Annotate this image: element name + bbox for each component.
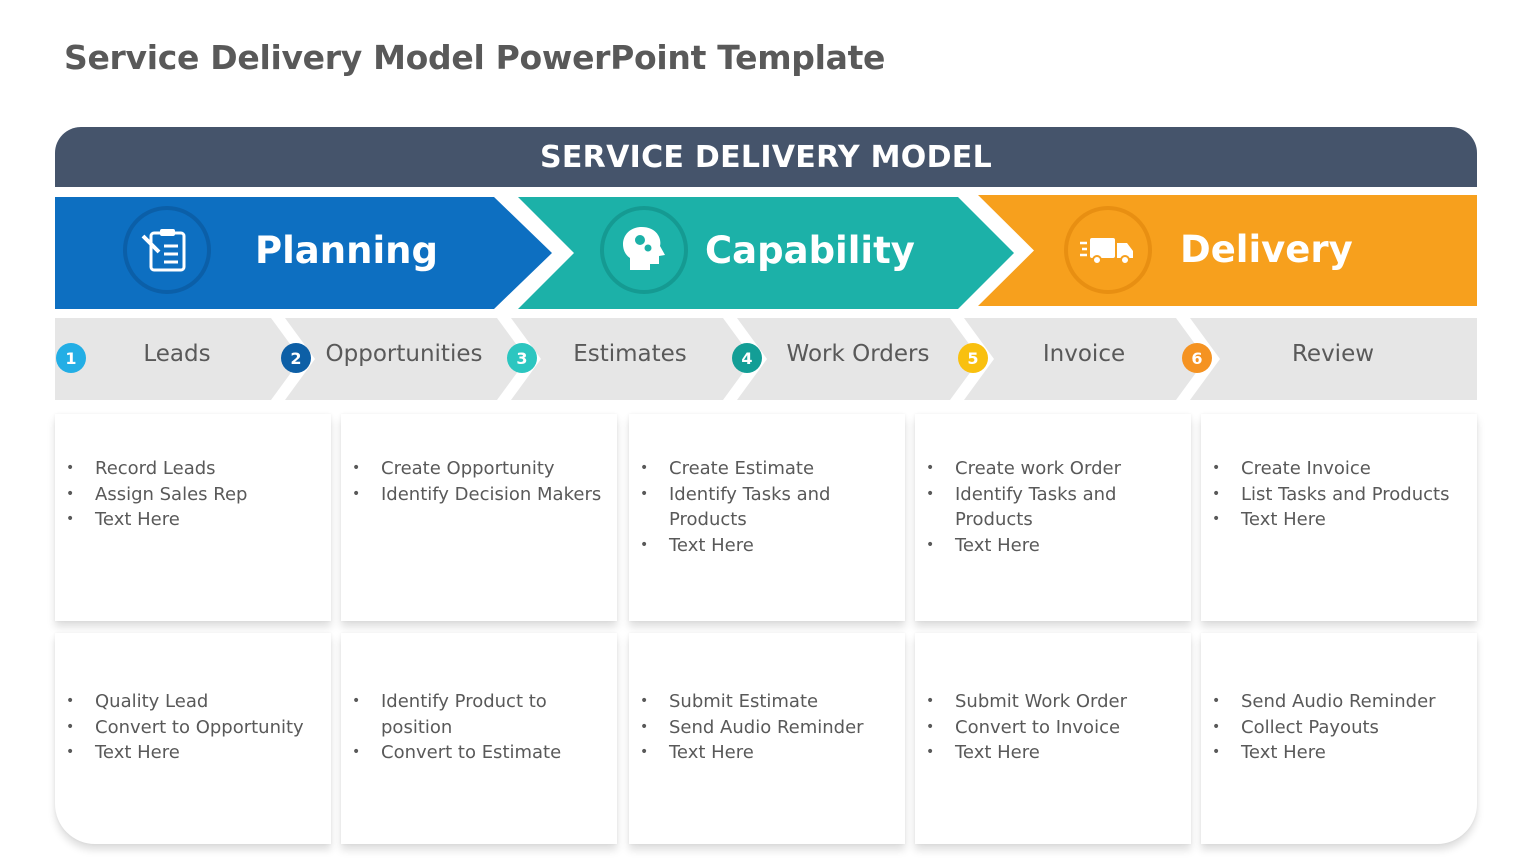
step-number-5: 5 [958, 343, 988, 373]
list-item: Identify Tasks and Products [640, 482, 905, 533]
list-item: Create work Order [926, 456, 1191, 482]
page-title: Service Delivery Model PowerPoint Templa… [64, 38, 886, 77]
step-label-leads: Leads [143, 341, 211, 367]
list-item: Text Here [926, 533, 1191, 559]
bullet-list: Identify Product to position Convert to … [341, 633, 617, 766]
list-item: Text Here [640, 533, 905, 559]
bullet-list: Submit Estimate Send Audio Reminder Text… [629, 633, 905, 766]
list-item: Text Here [926, 740, 1191, 766]
step-number-6: 6 [1182, 343, 1212, 373]
bullet-list: Send Audio Reminder Collect Payouts Text… [1201, 633, 1477, 766]
list-item: Text Here [1212, 740, 1477, 766]
card-top-3: Create Estimate Identify Tasks and Produ… [629, 414, 905, 621]
list-item: Send Audio Reminder [1212, 689, 1477, 715]
list-item: Assign Sales Rep [66, 482, 331, 508]
header-banner: SERVICE DELIVERY MODEL [55, 127, 1477, 187]
list-item: Create Estimate [640, 456, 905, 482]
step-chevron-1[interactable] [55, 318, 301, 400]
list-item: Send Audio Reminder [640, 715, 905, 741]
step-chevron-5[interactable] [964, 318, 1206, 400]
list-item: Submit Estimate [640, 689, 905, 715]
step-label-estimates: Estimates [573, 341, 687, 367]
list-item: Text Here [1212, 507, 1477, 533]
list-item: Create Opportunity [352, 456, 617, 482]
step-chevron-2[interactable] [285, 318, 527, 400]
card-top-1: Record Leads Assign Sales Rep Text Here [55, 414, 331, 621]
card-bottom-3: Submit Estimate Send Audio Reminder Text… [629, 633, 905, 844]
header-title: SERVICE DELIVERY MODEL [539, 139, 992, 175]
bullet-list: Submit Work Order Convert to Invoice Tex… [915, 633, 1191, 766]
step-label-review: Review [1291, 341, 1375, 367]
list-item: Convert to Invoice [926, 715, 1191, 741]
step-chevron-3[interactable] [511, 318, 753, 400]
step-number-2: 2 [281, 343, 311, 373]
list-item: Identify Tasks and Products [926, 482, 1191, 533]
card-bottom-1: Quality Lead Convert to Opportunity Text… [55, 633, 331, 844]
step-chevron-6[interactable] [1190, 318, 1477, 400]
step-chevron-4[interactable] [737, 318, 980, 400]
list-item: Text Here [66, 507, 331, 533]
card-bottom-5: Send Audio Reminder Collect Payouts Text… [1201, 633, 1477, 844]
step-band [55, 318, 1477, 400]
step-number-3: 3 [507, 343, 537, 373]
list-item: Identify Product to position [352, 689, 617, 740]
step-label-invoice: Invoice [1042, 341, 1126, 367]
card-top-2: Create Opportunity Identify Decision Mak… [341, 414, 617, 621]
list-item: Collect Payouts [1212, 715, 1477, 741]
card-top-5: Create Invoice List Tasks and Products T… [1201, 414, 1477, 621]
card-top-4: Create work Order Identify Tasks and Pro… [915, 414, 1191, 621]
bullet-list: Create work Order Identify Tasks and Pro… [915, 414, 1191, 558]
list-item: Identify Decision Makers [352, 482, 617, 508]
step-label-work-orders: Work Orders [786, 341, 930, 367]
list-item: Submit Work Order [926, 689, 1191, 715]
list-item: Create Invoice [1212, 456, 1477, 482]
list-item: Text Here [66, 740, 331, 766]
card-bottom-2: Identify Product to position Convert to … [341, 633, 617, 844]
phase-label-planning: Planning [255, 229, 438, 272]
step-number-4: 4 [732, 343, 762, 373]
list-item: List Tasks and Products [1212, 482, 1477, 508]
list-item: Quality Lead [66, 689, 331, 715]
list-item: Text Here [640, 740, 905, 766]
step-number-1: 1 [56, 343, 86, 373]
list-item: Record Leads [66, 456, 331, 482]
phase-label-capability: Capability [705, 229, 915, 272]
list-item: Convert to Opportunity [66, 715, 331, 741]
card-bottom-4: Submit Work Order Convert to Invoice Tex… [915, 633, 1191, 844]
bullet-list: Create Invoice List Tasks and Products T… [1201, 414, 1477, 533]
bullet-list: Create Opportunity Identify Decision Mak… [341, 414, 617, 507]
step-label-opportunities: Opportunities [325, 341, 483, 367]
phase-label-delivery: Delivery [1180, 228, 1353, 271]
bullet-list: Record Leads Assign Sales Rep Text Here [55, 414, 331, 533]
bullet-list: Create Estimate Identify Tasks and Produ… [629, 414, 905, 558]
bullet-list: Quality Lead Convert to Opportunity Text… [55, 633, 331, 766]
list-item: Convert to Estimate [352, 740, 617, 766]
